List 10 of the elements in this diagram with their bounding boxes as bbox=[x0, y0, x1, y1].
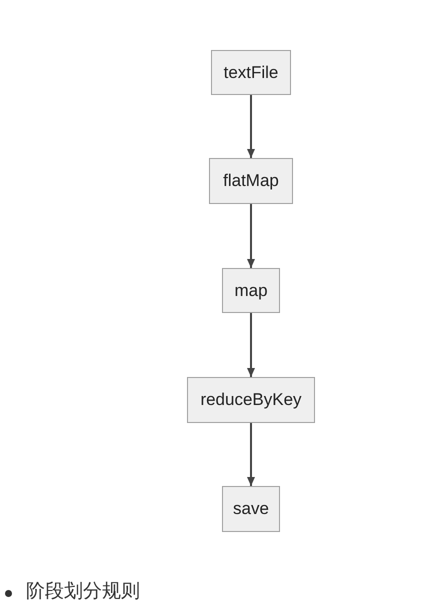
process-box: reduceByKey bbox=[187, 377, 315, 423]
arrow bbox=[247, 204, 255, 268]
arrow bbox=[247, 423, 255, 486]
arrow bbox=[247, 313, 255, 377]
process-box: flatMap bbox=[209, 158, 293, 204]
process-box: save bbox=[222, 486, 280, 532]
bullet-text: 阶段划分规则 bbox=[26, 579, 140, 604]
process-box: textFile bbox=[211, 50, 291, 95]
arrow bbox=[247, 95, 255, 158]
process-box: map bbox=[222, 268, 280, 313]
